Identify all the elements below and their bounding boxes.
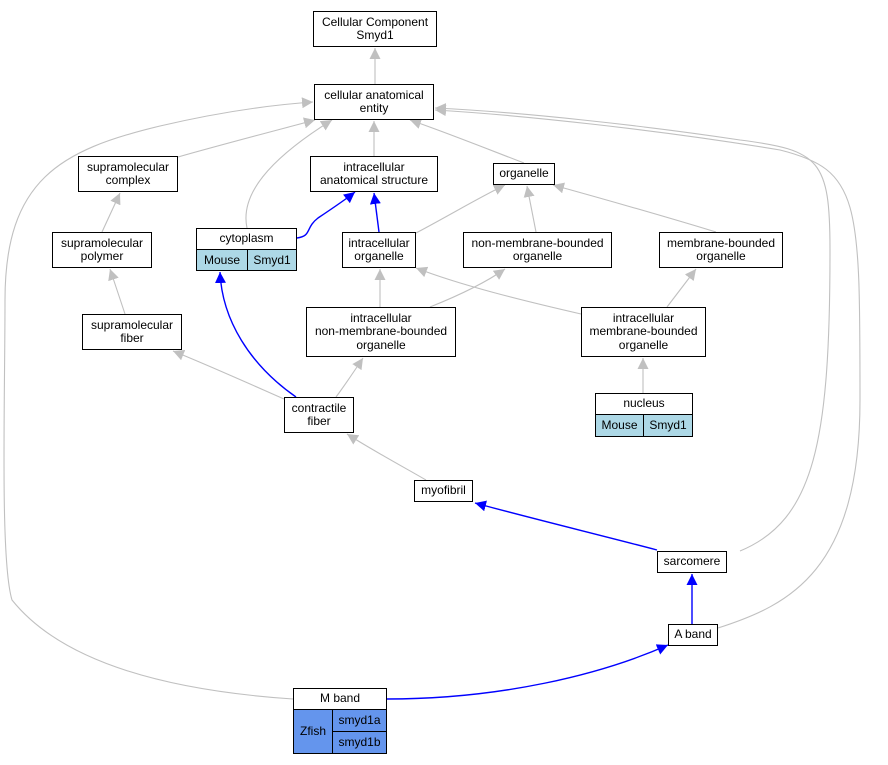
node-cellular-component-smyd1[interactable]: Cellular Component Smyd1 [313,11,437,47]
edge-cytoplasm-to-cae [245,119,333,229]
node-intracellular-non-membrane-bounded-organelle[interactable]: intracellular non-membrane-bounded organ… [306,307,456,357]
edge-contractile-to-cytoplasm [214,271,297,398]
edge-sm_complex-to-cae [177,117,316,158]
node-organelle[interactable]: organelle [493,163,555,185]
edge-iorg-to-ias [369,192,381,233]
edge-sm_fiber-to-sm_polymer [108,268,126,315]
edge-sm_polymer-to-sm_complex [101,192,121,233]
annotation-species-m-band: Zfish [293,709,333,754]
node-myofibril[interactable]: myofibril [414,480,473,502]
node-cytoplasm[interactable]: cytoplasm [196,228,297,250]
node-membrane-bounded-organelle[interactable]: membrane-bounded organelle [659,232,783,268]
annotation-gene-m-band-smyd1a[interactable]: smyd1a [332,709,387,732]
node-contractile-fiber[interactable]: contractile fiber [284,397,354,433]
edge-organelle-to-cae [409,118,525,164]
node-intracellular-membrane-bounded-organelle[interactable]: intracellular membrane-bounded organelle [581,307,706,357]
node-intracellular-anatomical-structure[interactable]: intracellular anatomical structure [310,156,438,192]
edge-imbo-to-iorg [415,266,582,315]
edge-sarcomere-to-cae [434,103,831,552]
annotation-gene-m-band-smyd1b[interactable]: smyd1b [332,731,387,754]
node-intracellular-organelle[interactable]: intracellular organelle [342,232,416,268]
edge-myofibril-to-contractile [346,433,427,481]
node-cellular-anatomical-entity[interactable]: cellular anatomical entity [314,84,434,120]
node-supramolecular-complex[interactable]: supramolecular complex [78,156,178,192]
node-sarcomere[interactable]: sarcomere [657,551,727,573]
edge-imbo-to-mbo [666,268,697,308]
edge-inmbo-to-nmbo [429,268,506,308]
edge-mbo-to-organelle [552,182,717,233]
edge-sarcomere-to-myofibril [474,500,658,551]
node-supramolecular-fiber[interactable]: supramolecular fiber [82,314,182,350]
node-supramolecular-polymer[interactable]: supramolecular polymer [52,232,152,268]
node-a-band[interactable]: A band [668,624,718,646]
annotation-gene-cytoplasm-smyd1[interactable]: Smyd1 [247,249,297,271]
node-non-membrane-bounded-organelle[interactable]: non-membrane-bounded organelle [463,232,612,268]
node-nucleus[interactable]: nucleus [595,393,693,415]
edge-iorg-to-organelle [415,184,506,234]
annotation-species-nucleus: Mouse [595,414,644,437]
edge-aband-to-cae [434,105,861,629]
edge-mband-to-aband [386,644,669,700]
edge-mband-to-cae [3,97,314,700]
edge-nmbo-to-organelle [523,185,537,233]
edge-cytoplasm-to-ias [296,191,356,239]
annotation-gene-nucleus-smyd1[interactable]: Smyd1 [643,414,693,437]
annotation-species-cytoplasm: Mouse [196,249,248,271]
edge-contractile-to-inmbo [335,357,364,398]
edge-contractile-to-sm_fiber [172,350,285,400]
node-m-band[interactable]: M band [293,688,387,710]
